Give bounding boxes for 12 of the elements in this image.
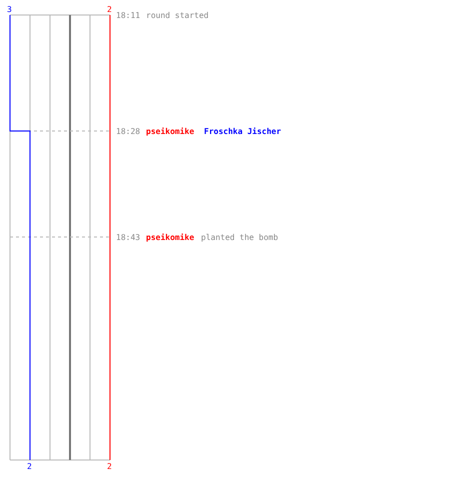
timestamp: 18:43 (116, 233, 140, 243)
player-count: 3 (7, 5, 12, 15)
event-text: planted the bomb (201, 233, 278, 243)
player-count: 2 (27, 462, 32, 472)
timestamp: 18:28 (116, 127, 140, 137)
timestamp: 18:11 (116, 11, 140, 21)
player-name: pseikomike (146, 127, 194, 137)
player-count: 2 (107, 462, 112, 472)
player-name: pseikomike (146, 233, 194, 243)
player-name: Froschka Jischer (204, 127, 282, 137)
player-count: 2 (107, 5, 112, 15)
event-text: round started (146, 11, 209, 21)
